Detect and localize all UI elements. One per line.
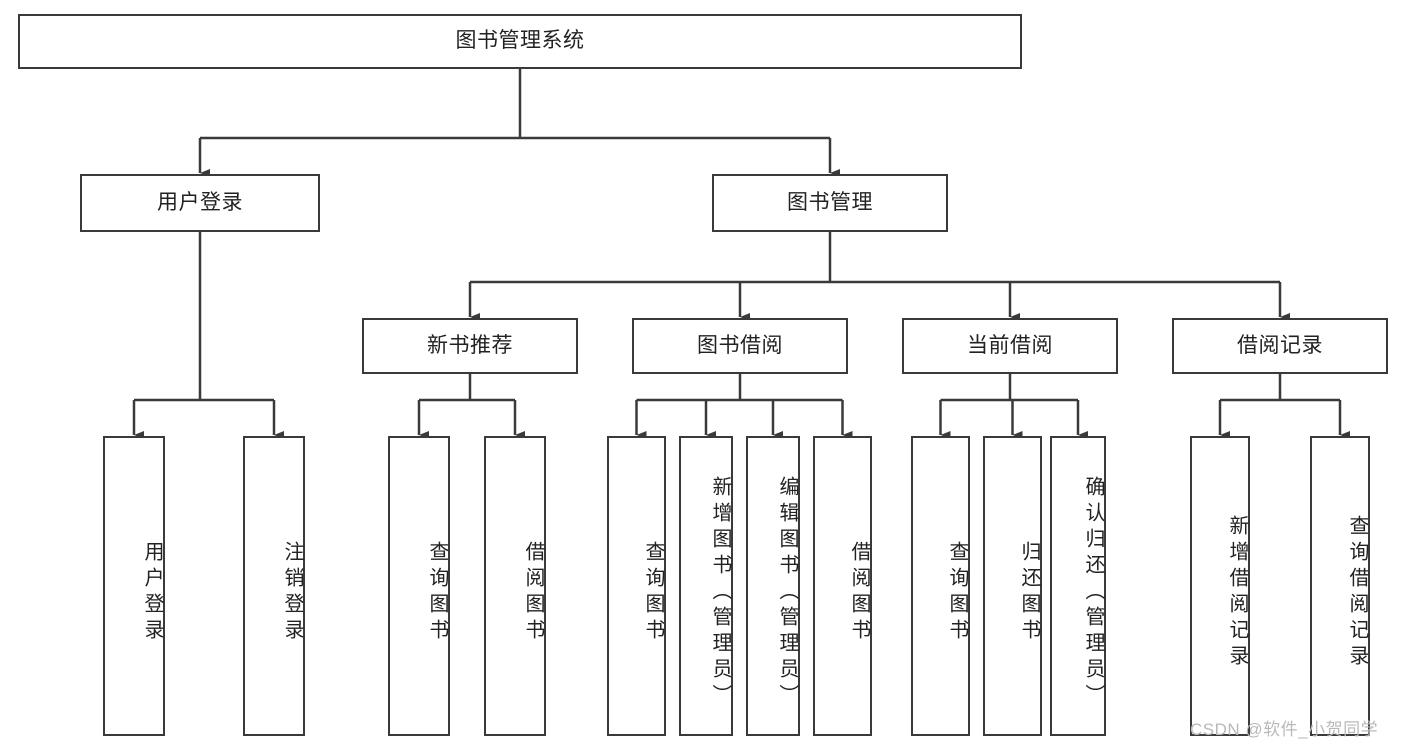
node-label: 借阅记录: [1237, 333, 1323, 357]
node-label: 查询借阅记录: [1346, 515, 1368, 671]
node-book-borrow[interactable]: 图书借阅: [632, 318, 848, 374]
leaf-current-return-book[interactable]: 归还图书: [983, 436, 1042, 736]
watermark: CSDN @软件_小贺同学: [1190, 720, 1379, 739]
node-label: 图书借阅: [697, 333, 783, 357]
node-root[interactable]: 图书管理系统: [18, 14, 1022, 69]
leaf-record-query-borrow-record[interactable]: 查询借阅记录: [1310, 436, 1370, 736]
node-label: 新增图书（管理员）: [709, 476, 731, 710]
node-book-management-module[interactable]: 图书管理: [712, 174, 948, 232]
node-user-login-module[interactable]: 用户登录: [80, 174, 320, 232]
node-label: 查询图书: [642, 541, 664, 645]
leaf-current-query-book[interactable]: 查询图书: [911, 436, 970, 736]
node-label: 借阅图书: [522, 541, 544, 645]
node-label: 当前借阅: [967, 333, 1053, 357]
node-label: 借阅图书: [848, 541, 870, 645]
node-label: 新增借阅记录: [1226, 515, 1248, 671]
node-label: 查询图书: [426, 541, 448, 645]
node-label: 注销登录: [281, 541, 303, 645]
leaf-newbook-query-book[interactable]: 查询图书: [388, 436, 450, 736]
node-label: 用户登录: [141, 541, 163, 645]
leaf-borrow-query-book[interactable]: 查询图书: [607, 436, 666, 736]
node-current-borrow[interactable]: 当前借阅: [902, 318, 1118, 374]
node-label: 用户登录: [157, 190, 243, 214]
node-label: 归还图书: [1018, 541, 1040, 645]
leaf-newbook-borrow-book[interactable]: 借阅图书: [484, 436, 546, 736]
leaf-current-confirm-return-admin[interactable]: 确认归还（管理员）: [1050, 436, 1106, 736]
leaf-user-logout[interactable]: 注销登录: [243, 436, 305, 736]
leaf-borrow-add-book-admin[interactable]: 新增图书（管理员）: [679, 436, 733, 736]
node-borrow-record[interactable]: 借阅记录: [1172, 318, 1388, 374]
node-label: 确认归还（管理员）: [1082, 476, 1104, 710]
node-label: 查询图书: [946, 541, 968, 645]
leaf-user-login[interactable]: 用户登录: [103, 436, 165, 736]
node-new-book-recommend[interactable]: 新书推荐: [362, 318, 578, 374]
node-label: 图书管理系统: [455, 29, 585, 53]
leaf-borrow-edit-book-admin[interactable]: 编辑图书（管理员）: [746, 436, 800, 736]
node-label: 编辑图书（管理员）: [776, 476, 798, 710]
node-label: 新书推荐: [427, 333, 513, 357]
node-label: 图书管理: [787, 190, 873, 214]
leaf-borrow-borrow-book[interactable]: 借阅图书: [813, 436, 872, 736]
leaf-record-add-borrow-record[interactable]: 新增借阅记录: [1190, 436, 1250, 736]
